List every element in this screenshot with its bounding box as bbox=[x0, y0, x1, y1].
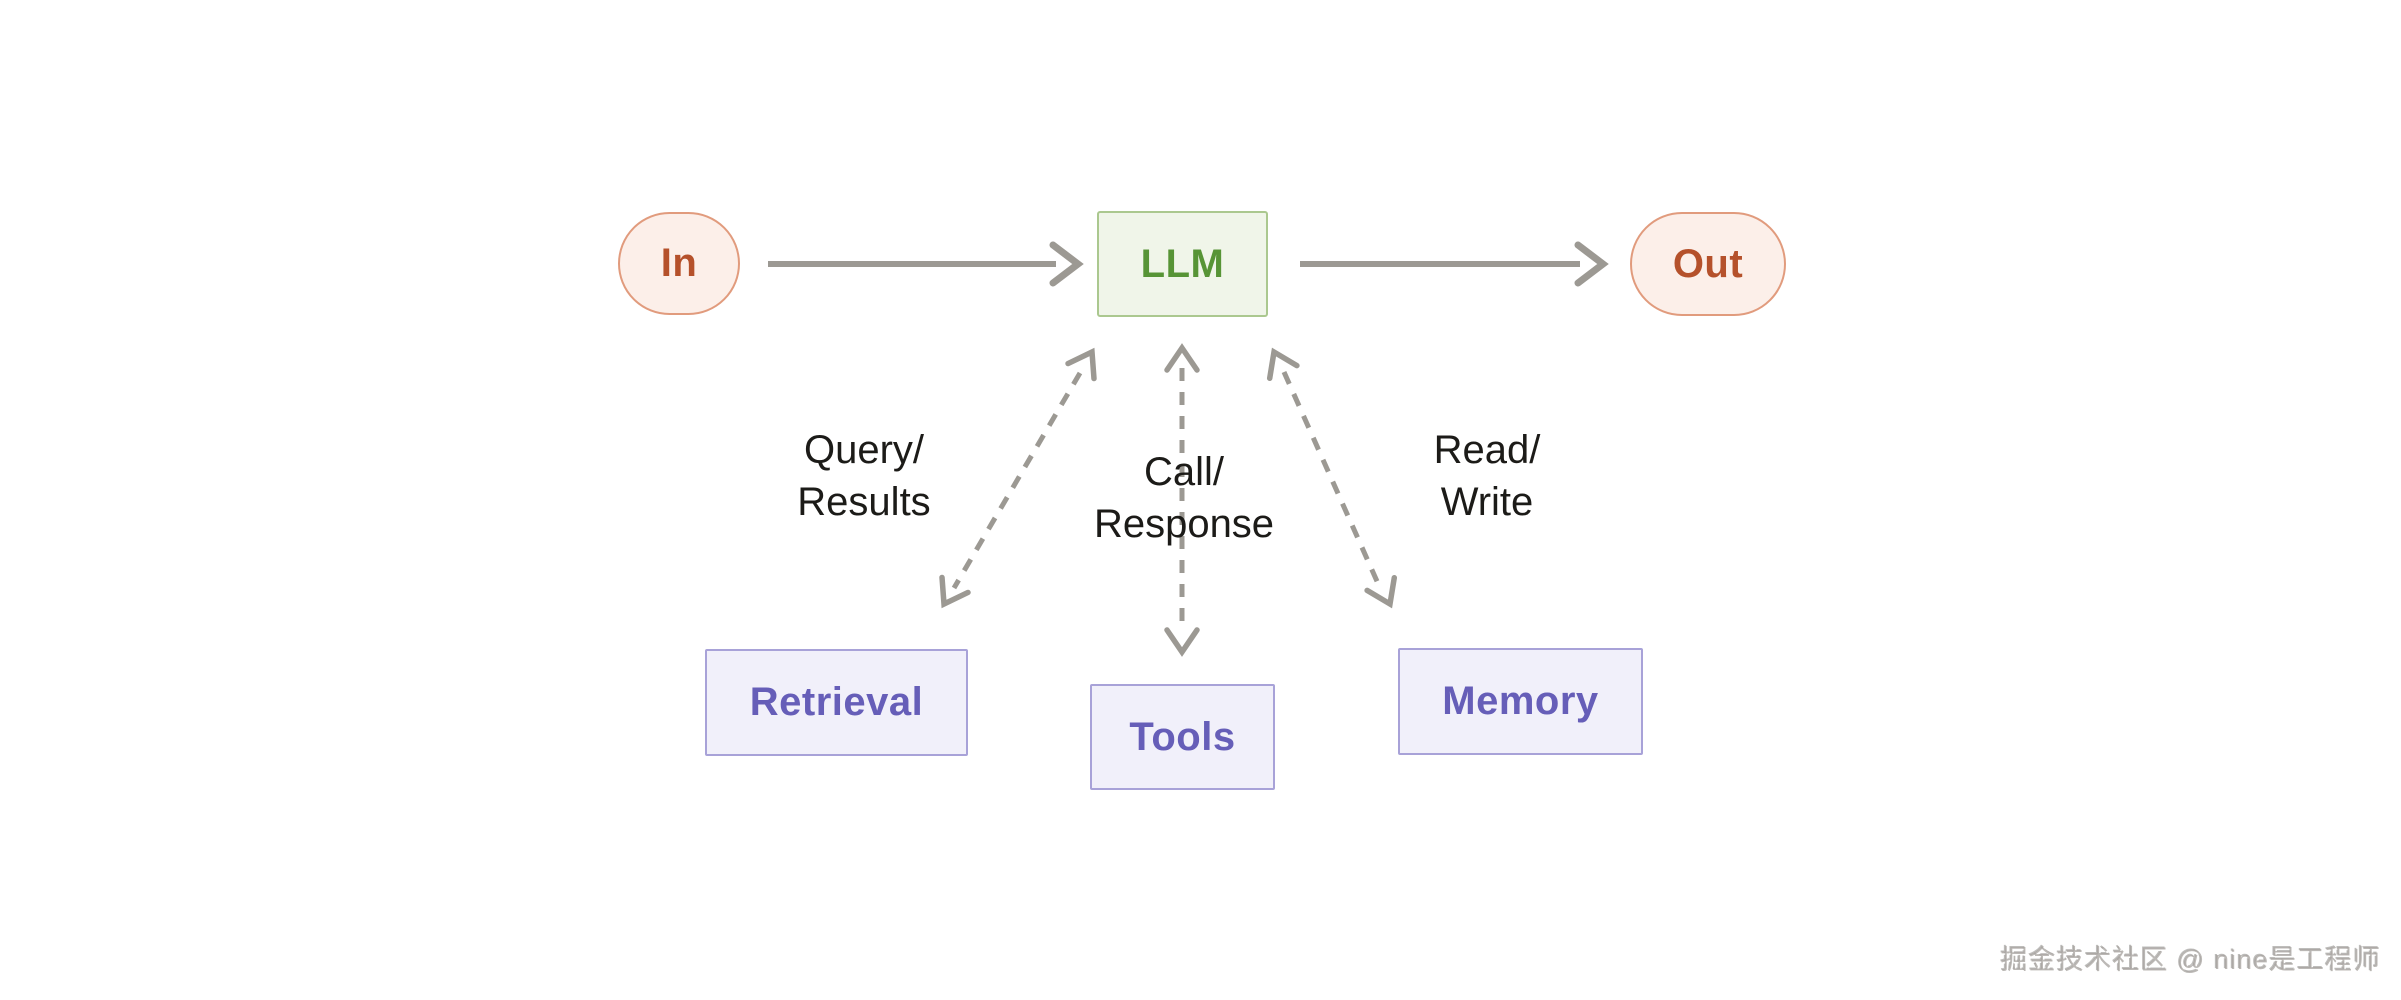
edge-label-line: Results bbox=[797, 480, 931, 524]
edge-label-call-response: Call/ Response bbox=[1064, 446, 1304, 550]
edge-label-line: Write bbox=[1440, 480, 1534, 524]
node-in-label: In bbox=[660, 241, 698, 285]
node-in: In bbox=[618, 212, 740, 315]
node-out-label: Out bbox=[1672, 241, 1744, 286]
edge-label-line: Query/ bbox=[803, 428, 925, 472]
arrow-llm-to-out bbox=[1300, 241, 1609, 287]
node-llm: LLM bbox=[1097, 211, 1268, 317]
watermark: 掘金技术社区 @ nine是工程师 bbox=[2000, 945, 2381, 975]
node-memory: Memory bbox=[1398, 648, 1643, 755]
node-llm-label: LLM bbox=[1140, 241, 1225, 286]
node-tools: Tools bbox=[1090, 684, 1275, 790]
node-out: Out bbox=[1630, 212, 1786, 316]
arrow-llm-memory bbox=[1266, 347, 1398, 609]
arrow-llm-tools bbox=[1164, 343, 1200, 657]
edge-label-line: Response bbox=[1093, 502, 1275, 546]
arrow-llm-retrieval bbox=[939, 347, 1097, 609]
edge-label-query-results: Query/ Results bbox=[744, 424, 984, 528]
edge-label-read-write: Read/ Write bbox=[1367, 424, 1607, 528]
node-retrieval: Retrieval bbox=[705, 649, 968, 756]
edge-label-line: Read/ bbox=[1433, 428, 1541, 472]
node-retrieval-label: Retrieval bbox=[749, 680, 924, 724]
edge-label-line: Call/ bbox=[1143, 450, 1225, 494]
arrow-in-to-llm bbox=[768, 241, 1084, 287]
node-tools-label: Tools bbox=[1129, 714, 1236, 759]
node-memory-label: Memory bbox=[1442, 679, 1599, 723]
